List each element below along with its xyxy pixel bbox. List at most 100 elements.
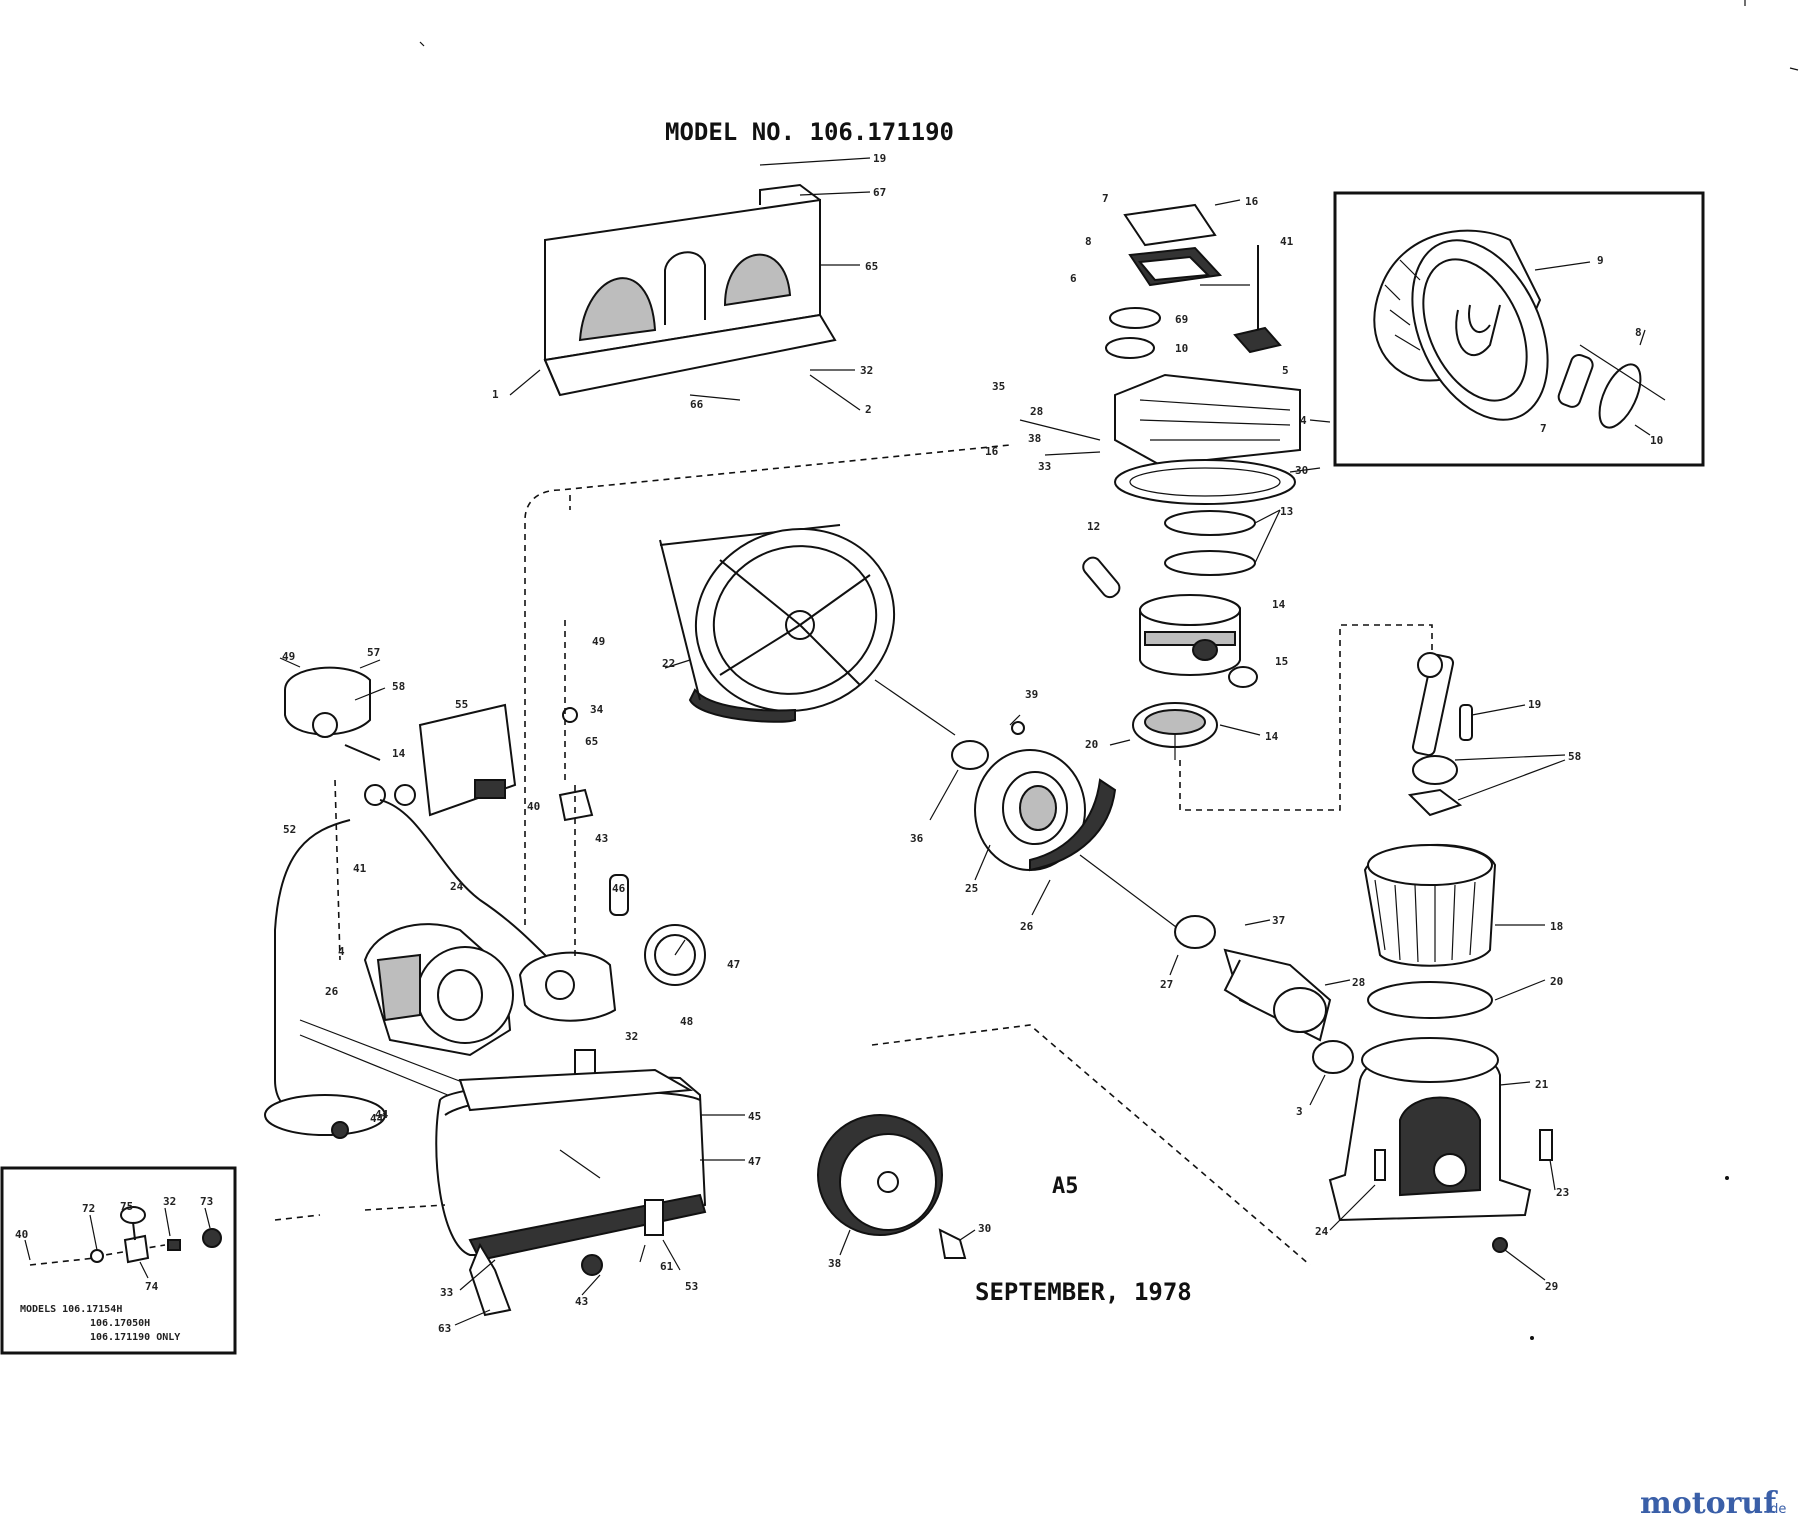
svg-text:34: 34 <box>590 703 604 716</box>
svg-text:6: 6 <box>1070 272 1077 285</box>
svg-text:65: 65 <box>585 735 598 748</box>
cylinder-block: 18 20 21 23 24 29 <box>1315 843 1569 1293</box>
svg-text:43: 43 <box>575 1295 588 1308</box>
svg-text:106.171190 ONLY: 106.171190 ONLY <box>90 1332 180 1343</box>
svg-text:44: 44 <box>370 1112 384 1125</box>
svg-text:49: 49 <box>592 635 605 648</box>
svg-text:67: 67 <box>873 186 886 199</box>
svg-text:49: 49 <box>282 650 295 663</box>
svg-text:47: 47 <box>748 1155 761 1168</box>
svg-text:3: 3 <box>1296 1105 1303 1118</box>
svg-text:4: 4 <box>338 945 345 958</box>
flywheel-callouts: 22 <box>662 657 675 670</box>
svg-text:18: 18 <box>1550 920 1563 933</box>
svg-text:75: 75 <box>120 1200 133 1213</box>
svg-text:66: 66 <box>690 398 704 411</box>
svg-text:39: 39 <box>1025 688 1038 701</box>
svg-text:4: 4 <box>1300 414 1307 427</box>
svg-text:9: 9 <box>1597 254 1604 267</box>
tank-callouts: 44 45 47 33 43 63 53 61 <box>370 1110 761 1335</box>
head-detail-inset: 9 8 7 10 <box>1333 191 1705 467</box>
svg-text:69: 69 <box>1175 313 1188 326</box>
drain-valve-inset: 40 72 75 32 73 74 MODELS 106.17154H 106.… <box>0 1166 237 1355</box>
svg-text:25: 25 <box>965 882 978 895</box>
svg-text:52: 52 <box>283 823 296 836</box>
svg-text:35: 35 <box>992 380 1005 393</box>
svg-text:53: 53 <box>685 1280 698 1293</box>
svg-text:32: 32 <box>625 1030 638 1043</box>
date-label: SEPTEMBER, 1978 <box>975 1278 1192 1306</box>
svg-text:38: 38 <box>1028 432 1041 445</box>
motor-callouts: 49 57 58 55 14 52 41 44 26 4 48 40 46 47… <box>282 635 740 1121</box>
cylinder-head-assembly <box>1019 199 1331 505</box>
svg-text:30: 30 <box>978 1222 991 1235</box>
svg-text:46: 46 <box>612 882 626 895</box>
svg-text:58: 58 <box>1568 750 1581 763</box>
svg-text:motoruf: motoruf <box>1640 1486 1778 1521</box>
svg-text:72: 72 <box>82 1202 95 1215</box>
flywheel <box>659 524 956 736</box>
svg-text:28: 28 <box>1352 976 1365 989</box>
svg-text:14: 14 <box>1272 598 1286 611</box>
sheet-ref-label: A5 <box>1052 1174 1079 1199</box>
svg-text:8: 8 <box>1635 326 1642 339</box>
svg-text:65: 65 <box>865 260 878 273</box>
svg-text:10: 10 <box>1175 342 1188 355</box>
wheel: 38 30 <box>817 1114 991 1270</box>
svg-text:16: 16 <box>1245 195 1259 208</box>
svg-text:41: 41 <box>1280 235 1294 248</box>
motor-assembly <box>264 444 1011 1139</box>
svg-text:40: 40 <box>15 1228 28 1241</box>
svg-text:7: 7 <box>1540 422 1547 435</box>
svg-text:26: 26 <box>325 985 339 998</box>
svg-text:47: 47 <box>727 958 740 971</box>
piston-assembly <box>1082 509 1433 811</box>
svg-text:21: 21 <box>1535 1078 1549 1091</box>
svg-text:16: 16 <box>985 445 999 458</box>
svg-text:43: 43 <box>595 832 608 845</box>
svg-text:20: 20 <box>1550 975 1563 988</box>
svg-text:29: 29 <box>1545 1280 1558 1293</box>
svg-text:45: 45 <box>748 1110 761 1123</box>
svg-text:26: 26 <box>1020 920 1034 933</box>
svg-text:28: 28 <box>1030 405 1043 418</box>
belt-guard <box>509 157 871 411</box>
svg-text:MODELS 106.17154H: MODELS 106.17154H <box>20 1304 122 1315</box>
svg-text:22: 22 <box>662 657 675 670</box>
watermark-logo: motoruf .de <box>1640 1486 1786 1521</box>
svg-text:14: 14 <box>1265 730 1279 743</box>
svg-text:20: 20 <box>1085 738 1098 751</box>
svg-text:23: 23 <box>1556 1186 1569 1199</box>
svg-text:33: 33 <box>440 1286 453 1299</box>
svg-text:32: 32 <box>860 364 873 377</box>
svg-text:.de: .de <box>1766 1502 1786 1517</box>
svg-text:44: 44 <box>375 1108 389 1121</box>
svg-text:73: 73 <box>200 1195 213 1208</box>
svg-text:14: 14 <box>392 747 406 760</box>
svg-text:15: 15 <box>1275 655 1288 668</box>
svg-text:1: 1 <box>492 388 499 401</box>
svg-text:48: 48 <box>680 1015 693 1028</box>
svg-text:19: 19 <box>1528 698 1541 711</box>
svg-text:37: 37 <box>1272 914 1285 927</box>
svg-text:33: 33 <box>1038 460 1051 473</box>
svg-text:40: 40 <box>527 800 540 813</box>
connecting-rod: 19 58 <box>1407 652 1581 817</box>
svg-text:8: 8 <box>1085 235 1092 248</box>
crankcase-cover: 39 36 25 26 <box>910 688 1181 933</box>
svg-text:10: 10 <box>1650 434 1663 447</box>
svg-text:30: 30 <box>1295 464 1308 477</box>
svg-text:19: 19 <box>873 152 886 165</box>
svg-text:24: 24 <box>1315 1225 1329 1238</box>
svg-text:38: 38 <box>828 1257 841 1270</box>
belt-guard-callouts: 19 67 65 2 1 66 32 <box>492 152 886 416</box>
piston-callouts: 12 13 14 15 20 14 <box>1085 505 1293 751</box>
cylinder-head-callouts: 7 16 41 8 69 10 5 6 35 28 38 16 33 4 30 <box>985 192 1308 477</box>
svg-text:5: 5 <box>1282 364 1289 377</box>
svg-text:41: 41 <box>353 862 367 875</box>
svg-text:24: 24 <box>450 880 464 893</box>
svg-text:74: 74 <box>145 1280 159 1293</box>
model-number-title: MODEL NO. 106.171190 <box>665 118 954 146</box>
